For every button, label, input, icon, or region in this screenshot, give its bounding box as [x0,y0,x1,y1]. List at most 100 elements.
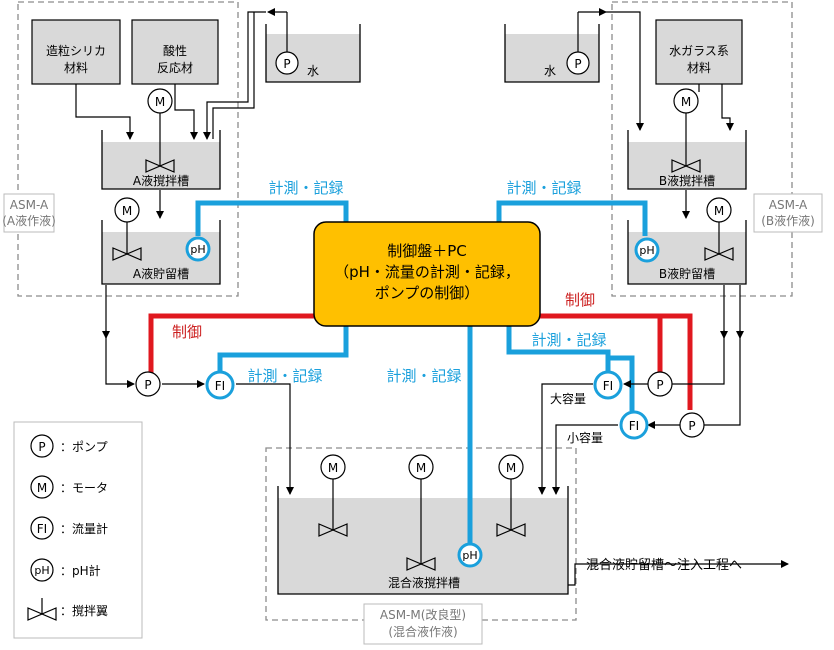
svg-text:M: M [122,204,132,218]
svg-text:pH: pH [639,244,654,257]
svg-text:pH: pH [462,549,477,562]
svg-text:制御盤＋PC: 制御盤＋PC [387,242,467,260]
svg-text:：ポンプ: ：ポンプ [60,440,108,454]
ph-meter-mix: pH [457,542,483,568]
svg-text:FI: FI [37,522,47,536]
water-tank-a: P 水 [265,8,361,83]
svg-text:：流量計: ：流量計 [60,521,108,536]
pump-b-small: P [679,412,705,438]
motor-a-mix: M [147,88,173,114]
measure-label-a: 計測・記録 [268,179,343,197]
legend: P ：ポンプ M ：モータ FI ：流量計 pH ：pH計 ：撹拌翼 [13,421,143,639]
legend-motor: M ：モータ [30,475,108,499]
svg-text:(A液作液): (A液作液) [2,213,56,228]
svg-text:A液貯留槽: A液貯留槽 [133,266,189,281]
svg-text:反応材: 反応材 [157,61,193,75]
ph-meter-b: pH [634,237,660,263]
measure-label-ph-mix: 計測・記録 [386,367,461,385]
svg-text:ポンプの制御）: ポンプの制御） [375,284,480,302]
svg-text:P: P [38,440,45,454]
svg-text:M: M [328,461,338,475]
svg-text:水ガラス系: 水ガラス系 [669,44,729,58]
svg-text:(混合液作液): (混合液作液) [388,624,457,639]
motor-b-mix: M [673,88,699,114]
a-feed-pipes [75,11,266,140]
motor-mix-2: M [408,454,434,480]
svg-text:M: M [506,461,516,475]
tank-mix: 混合液撹拌槽 [277,478,569,595]
asm-a-right-label: ASM-A (B液作液) [753,193,823,233]
svg-text:A液撹拌槽: A液撹拌槽 [133,173,189,188]
control-label-b: 制御 [565,291,595,309]
svg-text:M: M [37,481,47,495]
motor-a-store: M [114,197,140,223]
svg-text:ASM-M(改良型): ASM-M(改良型) [380,607,466,622]
small-capacity-label: 小容量 [567,430,603,445]
svg-text:FI: FI [629,419,639,433]
motor-mix-1: M [320,454,346,480]
flowmeter-a: FI [205,370,235,400]
pump-b-large: P [647,371,673,397]
tank-b-mix: B液撹拌槽 [627,112,747,190]
legend-ph: pH ：pH計 [30,558,101,582]
flowmeter-b-large: FI [593,370,623,400]
svg-text:(B液作液): (B液作液) [761,213,815,228]
control-label-a: 制御 [172,323,202,341]
svg-text:FI: FI [215,379,225,393]
measure-label-b: 計測・記録 [506,179,581,197]
svg-text:B液撹拌槽: B液撹拌槽 [659,173,715,188]
svg-text:：pH計: ：pH計 [60,563,101,578]
svg-text:P: P [144,378,151,392]
svg-text:混合液撹拌槽: 混合液撹拌槽 [388,575,460,590]
svg-text:材料: 材料 [687,61,711,75]
pump-a: P [135,371,161,397]
water-tank-b: P 水 [504,8,607,83]
svg-text:（pH・流量の計測・記録，: （pH・流量の計測・記録， [334,263,520,281]
ph-meter-a: pH [185,236,211,262]
svg-text:pH: pH [190,243,205,256]
svg-text:B液貯留槽: B液貯留槽 [659,266,715,281]
svg-text:M: M [155,95,165,109]
legend-pump: P ：ポンプ [30,434,108,458]
motor-mix-3: M [498,454,524,480]
asm-m-label: ASM-M(改良型) (混合液作液) [363,603,483,645]
measure-label-fi-b: 計測・記録 [531,331,606,349]
control-lines [148,313,693,410]
svg-text:P: P [688,419,695,433]
legend-agitator: ：撹拌翼 [27,598,108,621]
svg-text:造粒シリカ: 造粒シリカ [46,43,106,58]
svg-text:P: P [283,57,290,71]
svg-text:：モータ: ：モータ [60,481,108,495]
flowmeter-b-small: FI [619,410,649,440]
svg-text:FI: FI [603,379,613,393]
measure-label-fi-a: 計測・記録 [247,367,322,385]
process-pipes [102,285,789,586]
svg-text:：撹拌翼: ：撹拌翼 [60,603,108,618]
svg-text:酸性: 酸性 [163,43,187,58]
glass-material-box: 水ガラス系 材料 [655,19,743,85]
tank-a-mix: A液撹拌槽 [101,112,221,190]
svg-text:材料: 材料 [64,61,88,75]
svg-text:ASM-A: ASM-A [10,198,49,212]
svg-text:P: P [574,57,581,71]
silica-material-box: 造粒シリカ 材料 [31,19,121,85]
svg-text:M: M [714,204,724,218]
acid-material-box: 酸性 反応材 [131,19,219,85]
svg-text:pH: pH [34,564,49,577]
control-panel: 制御盤＋PC （pH・流量の計測・記録， ポンプの制御） [313,221,541,327]
asm-a-boundary [17,1,239,297]
asm-a-left-label: ASM-A (A液作液) [2,193,56,233]
motor-b-store: M [706,197,732,223]
svg-text:M: M [681,95,691,109]
svg-text:P: P [656,378,663,392]
svg-text:ASM-A: ASM-A [769,198,808,212]
b-feed-pipes [606,11,734,131]
large-capacity-label: 大容量 [550,391,586,406]
svg-text:水: 水 [544,64,556,78]
asm-m-boundary [265,447,577,621]
svg-text:M: M [416,461,426,475]
svg-text:水: 水 [307,64,319,78]
output-label: 混合液貯留槽～注入工程へ [586,558,742,573]
legend-flowmeter: FI ：流量計 [30,516,108,540]
